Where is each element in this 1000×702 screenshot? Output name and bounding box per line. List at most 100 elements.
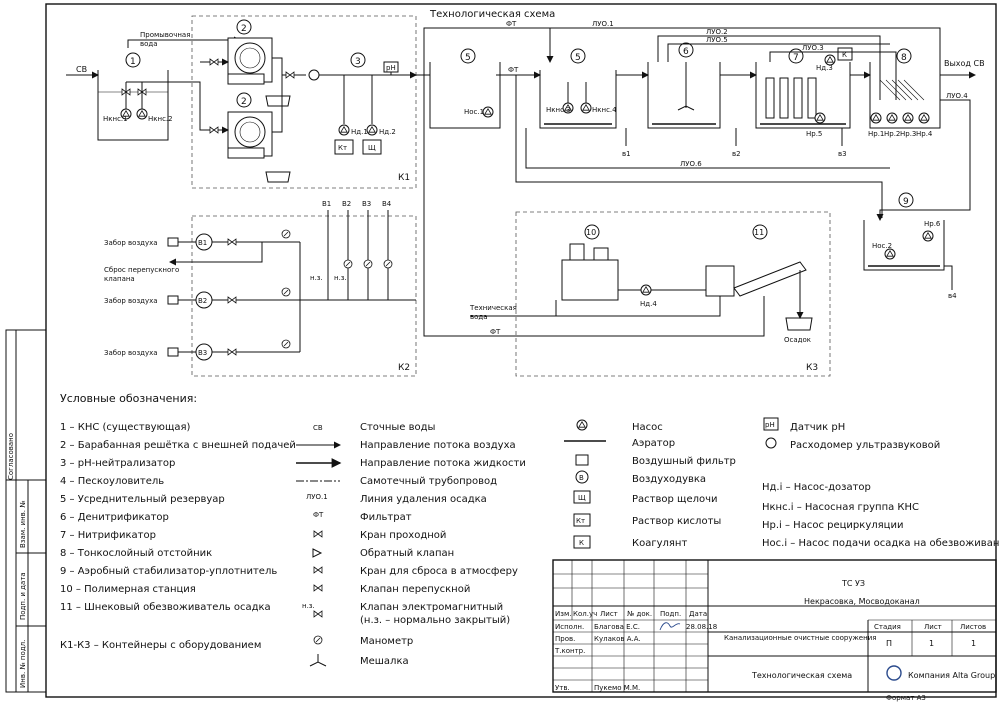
svg-text:В1: В1 — [198, 239, 207, 247]
svg-text:Дата: Дата — [689, 610, 707, 618]
svg-text:Нд.3: Нд.3 — [816, 64, 833, 72]
unit-4-sand-trap: 5 Нос.1 — [429, 48, 501, 129]
svg-text:В1: В1 — [322, 200, 331, 208]
blowers: Забор воздуха Забор воздуха Забор воздух… — [104, 200, 416, 361]
svg-text:10 – Полимерная станция: 10 – Полимерная станция — [60, 584, 196, 595]
svg-text:Расходомер ультразвуковой: Расходомер ультразвуковой — [790, 440, 940, 451]
svg-text:Нд.2: Нд.2 — [379, 128, 396, 136]
svg-text:Нкнс.i – Насосная группа КНС: Нкнс.i – Насосная группа КНС — [762, 502, 919, 513]
svg-text:ЛУО.6: ЛУО.6 — [680, 160, 702, 168]
svg-text:Кран для сброса в атмосферу: Кран для сброса в атмосферу — [360, 566, 518, 577]
svg-text:6: 6 — [683, 47, 689, 57]
svg-text:ЛУО.3: ЛУО.3 — [802, 44, 824, 52]
svg-text:К: К — [579, 539, 584, 547]
side-stamp: Согласовано Взам. инв. № Подп. и дата Ин… — [5, 329, 47, 693]
svg-text:Кт: Кт — [338, 144, 347, 152]
svg-text:н.з.: н.з. — [334, 274, 347, 282]
svg-text:Воздушный фильтр: Воздушный фильтр — [632, 456, 736, 467]
unit-1-kns: 1 Нкнс.1 Нкнс.2 СВ — [66, 52, 176, 141]
unit-6-denitrifier: 6 — [647, 42, 721, 129]
svg-text:Кран проходной: Кран проходной — [360, 530, 446, 541]
svg-text:ЛУО.1: ЛУО.1 — [592, 20, 614, 28]
svg-text:Пукемо М.М.: Пукемо М.М. — [594, 684, 640, 692]
svg-text:В3: В3 — [198, 349, 207, 357]
legend-units: 1 – КНС (существующая) 2 – Барабанная ре… — [60, 422, 296, 651]
svg-text:Благова Е.С.: Благова Е.С. — [594, 623, 640, 631]
svg-text:1: 1 — [929, 639, 934, 648]
svg-text:6 – Денитрификатор: 6 – Денитрификатор — [60, 512, 169, 523]
svg-text:СВ: СВ — [76, 65, 87, 74]
svg-text:ЛУО.1: ЛУО.1 — [306, 493, 328, 501]
svg-text:Лист: Лист — [600, 610, 618, 618]
svg-text:Нр.3: Нр.3 — [900, 130, 916, 138]
svg-text:К2: К2 — [398, 363, 410, 373]
svg-text:Самотечный трубопровод: Самотечный трубопровод — [360, 476, 497, 487]
pump-kns4-icon — [580, 102, 592, 114]
legend-title: Условные обозначения: — [60, 392, 197, 405]
svg-text:ФТ: ФТ — [490, 328, 501, 336]
svg-text:в1: в1 — [622, 150, 631, 158]
svg-text:5: 5 — [575, 53, 581, 63]
svg-text:Клапан перепускной: Клапан перепускной — [360, 584, 470, 595]
svg-text:Фильтрат: Фильтрат — [360, 512, 412, 523]
svg-text:Нр.2: Нр.2 — [884, 130, 900, 138]
svg-text:9 – Аэробный стабилизатор-упло: 9 – Аэробный стабилизатор-уплотнитель — [60, 566, 277, 577]
svg-text:3: 3 — [355, 57, 361, 67]
svg-text:Кулаков А.А.: Кулаков А.А. — [594, 635, 641, 643]
svg-text:Осадок: Осадок — [784, 336, 811, 344]
alkali-tank — [362, 139, 382, 155]
container-k3 — [515, 211, 831, 377]
pump-d1-icon — [338, 124, 350, 136]
svg-text:pH: pH — [386, 64, 396, 72]
svg-text:в3: в3 — [838, 150, 847, 158]
svg-text:В: В — [579, 474, 584, 482]
svg-text:ЛУО.4: ЛУО.4 — [946, 92, 968, 100]
svg-text:Нос.1: Нос.1 — [464, 108, 484, 116]
svg-text:2: 2 — [241, 24, 247, 34]
svg-text:1 – КНС (существующая): 1 – КНС (существующая) — [60, 422, 191, 433]
svg-text:Сточные воды: Сточные воды — [360, 422, 435, 433]
svg-text:Направление потока жидкости: Направление потока жидкости — [360, 458, 526, 469]
svg-text:ТС УЗ: ТС УЗ — [841, 579, 865, 588]
svg-text:Линия удаления осадка: Линия удаления осадка — [360, 494, 487, 505]
svg-text:5: 5 — [465, 53, 471, 63]
legend-solenoid-text: Клапан электромагнитный(н.з. – нормально… — [360, 602, 510, 626]
svg-text:К: К — [842, 51, 847, 59]
pump-kns2-icon — [136, 108, 148, 120]
svg-text:3 – pH-нейтрализатор: 3 – pH-нейтрализатор — [60, 458, 175, 469]
svg-text:Кол.уч: Кол.уч — [573, 610, 597, 618]
signature-mark — [659, 622, 681, 631]
svg-text:Обратный клапан: Обратный клапан — [360, 548, 454, 559]
svg-text:7 – Нитрификатор: 7 – Нитрификатор — [60, 530, 156, 541]
svg-text:н.з.: н.з. — [302, 602, 315, 610]
svg-text:1: 1 — [130, 57, 136, 67]
svg-text:Манометр: Манометр — [360, 636, 413, 647]
svg-text:В4: В4 — [382, 200, 392, 208]
stamp-inv-replace: Взам. инв. № — [19, 500, 27, 548]
svg-text:4 – Пескоуловитель: 4 – Пескоуловитель — [60, 476, 164, 487]
stamp-approved: Согласовано — [7, 433, 15, 480]
svg-text:28.08.18: 28.08.18 — [686, 623, 717, 631]
svg-text:Нкнс.1: Нкнс.1 — [103, 115, 128, 123]
svg-text:В2: В2 — [342, 200, 351, 208]
svg-text:Направление потока воздуха: Направление потока воздуха — [360, 440, 516, 451]
acid-tank — [334, 139, 354, 155]
unit-9-aerobic-stabilizer: 9 Нос.2 Нр.6 в4 — [863, 192, 957, 300]
svg-text:Датчик pH: Датчик pH — [790, 422, 845, 433]
svg-text:11 – Шнековый обезвоживатель о: 11 – Шнековый обезвоживатель осадка — [60, 602, 271, 613]
svg-text:К1-К3 – Контейнеры с оборудова: К1-К3 – Контейнеры с оборудованием — [60, 640, 261, 651]
svg-text:Насос: Насос — [632, 422, 663, 433]
svg-text:Т.контр.: Т.контр. — [554, 647, 585, 655]
svg-text:Нд.i – Насос-дозатор: Нд.i – Насос-дозатор — [762, 482, 871, 493]
svg-text:2: 2 — [241, 97, 247, 107]
svg-text:Коагулянт: Коагулянт — [632, 538, 687, 549]
svg-text:Утв.: Утв. — [555, 684, 570, 692]
svg-text:ФТ: ФТ — [313, 511, 324, 519]
svg-text:5 – Усреднительный резервуар: 5 – Усреднительный резервуар — [60, 494, 225, 505]
company-logo-icon — [886, 665, 902, 681]
svg-text:Выход СВ: Выход СВ — [944, 59, 985, 68]
svg-text:Щ: Щ — [578, 494, 586, 502]
